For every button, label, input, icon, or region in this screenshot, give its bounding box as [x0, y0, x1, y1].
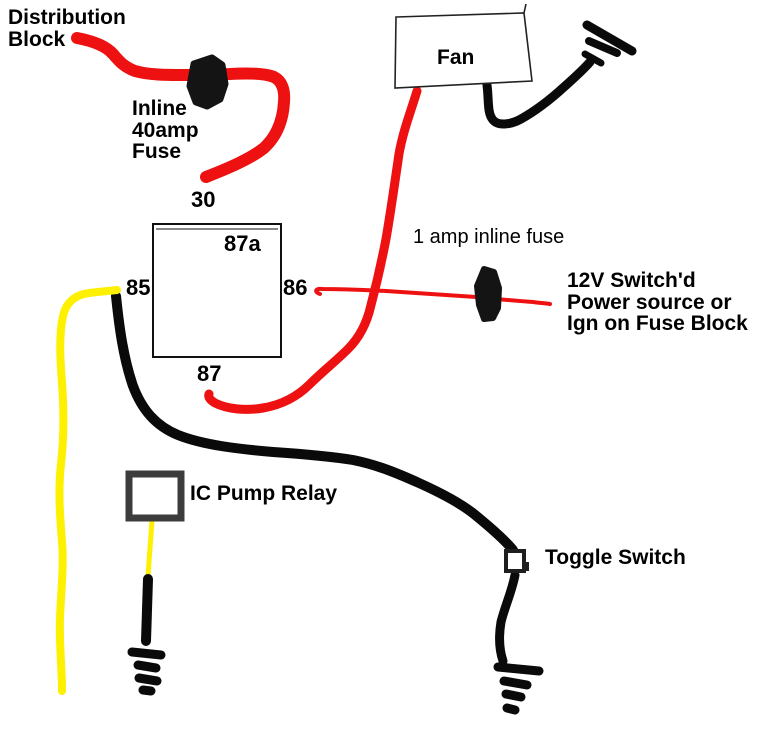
fan-box — [394, 12, 533, 89]
ground-bar — [585, 37, 621, 57]
wire-ic-relay-yellow — [145, 516, 155, 581]
ground-symbol-fan — [581, 20, 637, 67]
wire-toggle-to-ground — [495, 570, 520, 666]
wire-distribution-to-30 — [71, 32, 291, 183]
terminal-87a-label: 87a — [224, 231, 261, 256]
fan-label: Fan — [437, 46, 475, 69]
terminal-30-label: 30 — [191, 187, 216, 212]
ground-bar — [502, 703, 520, 715]
toggle-switch-nub — [522, 562, 529, 571]
terminal-87-label: 87 — [197, 361, 222, 386]
fan-box-stroke-overshoot — [523, 3, 527, 14]
ground-symbol-ic-relay — [127, 647, 166, 696]
ic-pump-relay-label: IC Pump Relay — [190, 482, 338, 505]
wire-fan-ground — [482, 57, 595, 129]
ground-bar — [582, 20, 637, 56]
wire-fan-to-87 — [204, 86, 422, 414]
wire-85-yellow — [55, 286, 121, 695]
ground-bar — [133, 660, 161, 673]
toggle-switch-box — [504, 549, 526, 573]
ground-bar — [501, 689, 526, 702]
power-source-label: 12V Switch'd Power source or Ign on Fuse… — [567, 269, 748, 335]
terminal-85-label: 85 — [126, 275, 151, 300]
one-amp-inline-fuse-label: 1 amp inline fuse — [413, 226, 565, 248]
ic-pump-relay-box — [125, 470, 185, 522]
ground-symbol-toggle — [493, 662, 544, 715]
ground-bar — [138, 685, 156, 696]
ground-bar — [581, 50, 605, 67]
wire-ic-relay-ground — [141, 574, 153, 646]
ground-bar — [134, 673, 162, 686]
wire-85-to-toggle-switch — [111, 291, 518, 555]
inline-40amp-fuse-label: Inline 40amp Fuse — [132, 97, 199, 163]
fuse-40amp-icon — [186, 54, 229, 110]
toggle-switch-label: Toggle Switch — [545, 546, 686, 569]
fuse-1amp-icon — [474, 266, 502, 322]
terminal-86-label: 86 — [283, 275, 308, 300]
distribution-block-label: Distribution Block — [8, 6, 126, 51]
wire-trigger-86 — [314, 286, 552, 306]
relay-box — [152, 223, 282, 358]
ground-bar — [127, 647, 166, 660]
ground-bar — [493, 662, 544, 676]
ground-bar — [499, 676, 532, 690]
